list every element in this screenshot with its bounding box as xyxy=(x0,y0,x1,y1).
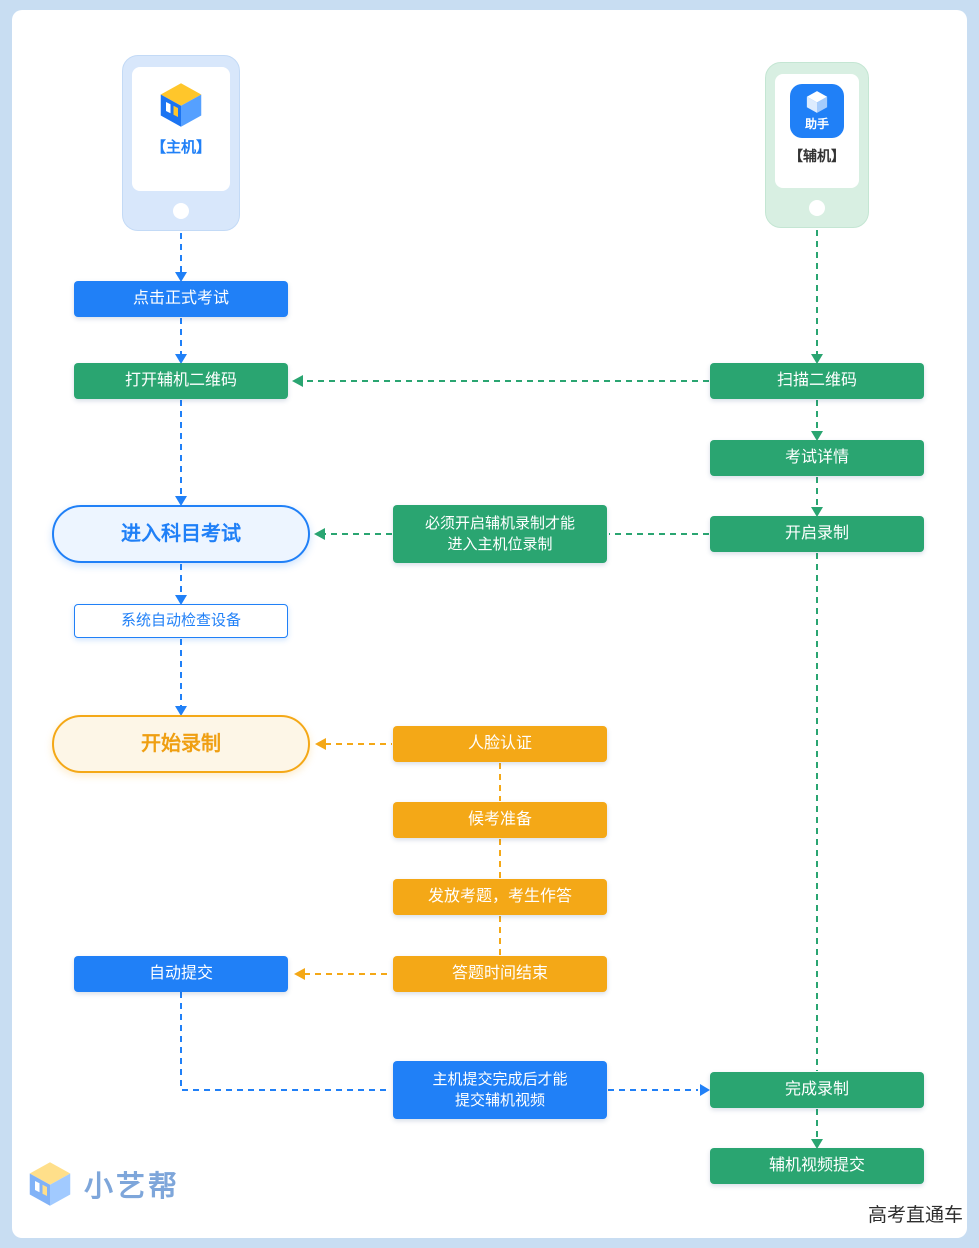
xiaoyibang-logo-white-icon xyxy=(805,90,829,114)
phone-aux-label: 【辅机】 xyxy=(789,148,845,164)
phone-aux-device: 助手 【辅机】 xyxy=(765,62,869,228)
flow-step-answer-time-end: 答题时间结束 xyxy=(393,956,607,992)
flow-step-click-exam: 点击正式考试 xyxy=(74,281,288,317)
flow-note-submit: 主机提交完成后才能 提交辅机视频 xyxy=(393,1061,607,1119)
assistant-app-icon: 助手 xyxy=(790,84,844,138)
flow-step-auto-submit: 自动提交 xyxy=(74,956,288,992)
xiaoyibang-logo-icon xyxy=(157,81,205,129)
flow-step-standby-prep: 候考准备 xyxy=(393,802,607,838)
brand-name: 小艺帮 xyxy=(84,1171,181,1203)
flow-step-aux-start-record: 开启录制 xyxy=(710,516,924,552)
flow-step-start-record: 开始录制 xyxy=(52,715,310,773)
flow-step-open-qr: 打开辅机二维码 xyxy=(74,363,288,399)
flow-step-distribute-questions: 发放考题，考生作答 xyxy=(393,879,607,915)
assistant-app-icon-label: 助手 xyxy=(804,117,829,131)
home-button-icon xyxy=(173,203,189,219)
brand-logo-icon xyxy=(26,1160,74,1208)
flow-step-auto-check: 系统自动检查设备 xyxy=(74,604,288,638)
watermark-text: 高考直通车 xyxy=(867,1205,963,1226)
flow-step-aux-video-submit: 辅机视频提交 xyxy=(710,1148,924,1184)
flow-step-enter-subject: 进入科目考试 xyxy=(52,505,310,563)
phone-aux-screen: 助手 【辅机】 xyxy=(775,74,859,188)
home-button-icon xyxy=(809,200,825,216)
phone-main-device: 【主机】 xyxy=(122,55,240,231)
brand-logo: 小艺帮 xyxy=(26,1160,180,1208)
phone-main-label: 【主机】 xyxy=(150,139,211,156)
phone-main-screen: 【主机】 xyxy=(132,67,230,191)
flow-step-exam-detail: 考试详情 xyxy=(710,440,924,476)
flow-step-finish-record: 完成录制 xyxy=(710,1072,924,1108)
flow-step-face-auth: 人脸认证 xyxy=(393,726,607,762)
flow-note-aux-record: 必须开启辅机录制才能 进入主机位录制 xyxy=(393,505,607,563)
flow-step-scan-qr: 扫描二维码 xyxy=(710,363,924,399)
